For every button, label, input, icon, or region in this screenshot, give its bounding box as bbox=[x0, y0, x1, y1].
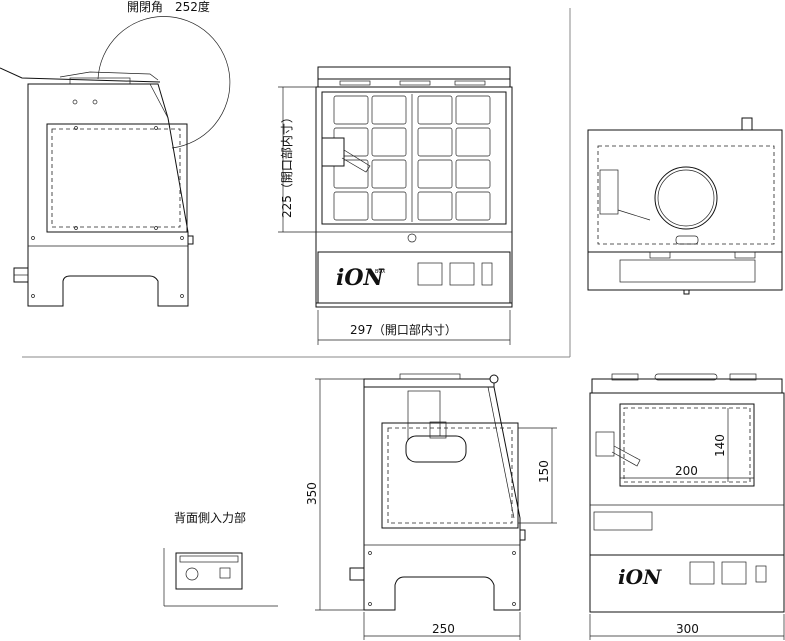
front-closed-dimensions: 200 140 300 bbox=[589, 408, 785, 640]
side-width-dim: 250 bbox=[432, 622, 455, 636]
front-dimensions: 225（開口部内寸） 297（開口部内寸） bbox=[278, 86, 511, 345]
side-window bbox=[46, 123, 188, 233]
front-width-dim: 297（開口部内寸） bbox=[350, 322, 457, 337]
front-view-closed: iON bbox=[589, 373, 785, 613]
front-logo: iON bbox=[336, 265, 385, 291]
front-closed-logo: iON bbox=[618, 565, 662, 589]
side-height-dim: 350 bbox=[305, 482, 319, 505]
right-body-outline bbox=[363, 386, 521, 611]
open-lid bbox=[0, 67, 161, 83]
body-outline bbox=[27, 83, 189, 307]
top-body bbox=[587, 129, 783, 253]
right-side-window bbox=[381, 422, 519, 529]
side-window-height-dim: 150 bbox=[537, 460, 551, 483]
side-connector-icon bbox=[349, 567, 365, 581]
rear-input-panel bbox=[175, 552, 243, 590]
side-view-open-lid: 開閉角 252度 bbox=[0, 0, 231, 307]
ion-nozzle bbox=[321, 137, 345, 167]
svg-text:BOX: BOX bbox=[375, 269, 386, 275]
top-window-width-dim: 200 bbox=[675, 464, 698, 478]
top-view bbox=[587, 117, 783, 295]
front-closed-window bbox=[619, 403, 755, 487]
right-side-view bbox=[349, 373, 526, 611]
front-height-dim: 225（開口部内寸） bbox=[279, 111, 294, 218]
rear-socket-icon bbox=[185, 567, 199, 581]
rear-input-label: 背面側入力部 bbox=[174, 510, 246, 525]
rear-input-view: 背面側入力部 bbox=[163, 510, 278, 607]
front-view: iON BOX bbox=[315, 66, 513, 308]
top-window-height-dim: 140 bbox=[713, 434, 727, 457]
top-width-dim: 300 bbox=[676, 622, 699, 636]
side-dimensions: 350 150 250 bbox=[305, 378, 557, 640]
top-fan bbox=[654, 166, 718, 230]
lid-swing-arc bbox=[97, 16, 231, 149]
opening-angle-label: 開閉角 252度 bbox=[127, 0, 210, 14]
